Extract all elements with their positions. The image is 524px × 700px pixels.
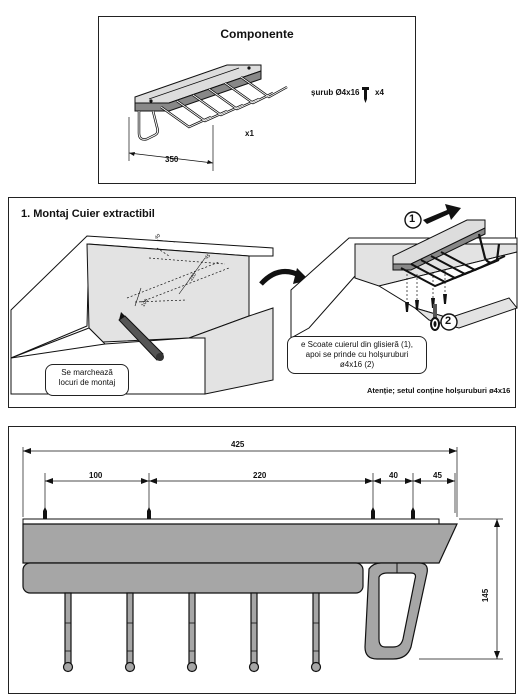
rack-quantity: x1: [245, 129, 254, 138]
mount-instruction-note: e Scoate cuierul din glisieră (1), apoi …: [287, 336, 427, 374]
badge-step-1: 1: [409, 213, 416, 225]
screw-label: șurub Ø4x16: [311, 88, 360, 97]
installation-panel: 1. Montaj Cuier extractibil: [8, 197, 518, 408]
screw-quantity: x4: [375, 88, 384, 97]
cabinet-left: [10, 235, 274, 395]
components-title: Componente: [220, 27, 294, 41]
pencil-icon: [118, 312, 164, 361]
installation-illustration: [10, 204, 518, 395]
rack-illustration: [128, 64, 369, 171]
dimension-220: 220: [253, 471, 267, 480]
mark-locations-note: Se marchează locuri de montaj: [45, 364, 129, 396]
warning-text: Atenție; setul conține holșuruburi ø4x16: [367, 386, 511, 395]
badge-step-2: 2: [445, 315, 452, 327]
slide-arrow-icon: [423, 204, 461, 224]
technical-drawing-panel: 425 100 220 40 45 145: [8, 426, 516, 694]
installation-title: 1. Montaj Cuier extractibil: [21, 208, 155, 220]
components-panel: Componente: [98, 16, 416, 184]
dimension-45: 45: [433, 471, 442, 480]
height-dimension: 145: [481, 588, 491, 603]
rack-mounted: [392, 219, 506, 288]
technical-drawing: [22, 447, 503, 673]
dimension-40: 40: [389, 471, 398, 480]
screwdriver-icon: [430, 304, 440, 331]
dimension-100: 100: [89, 471, 103, 480]
overall-width-dimension: 425: [231, 440, 245, 449]
rack-width-dimension: 350: [165, 155, 179, 164]
